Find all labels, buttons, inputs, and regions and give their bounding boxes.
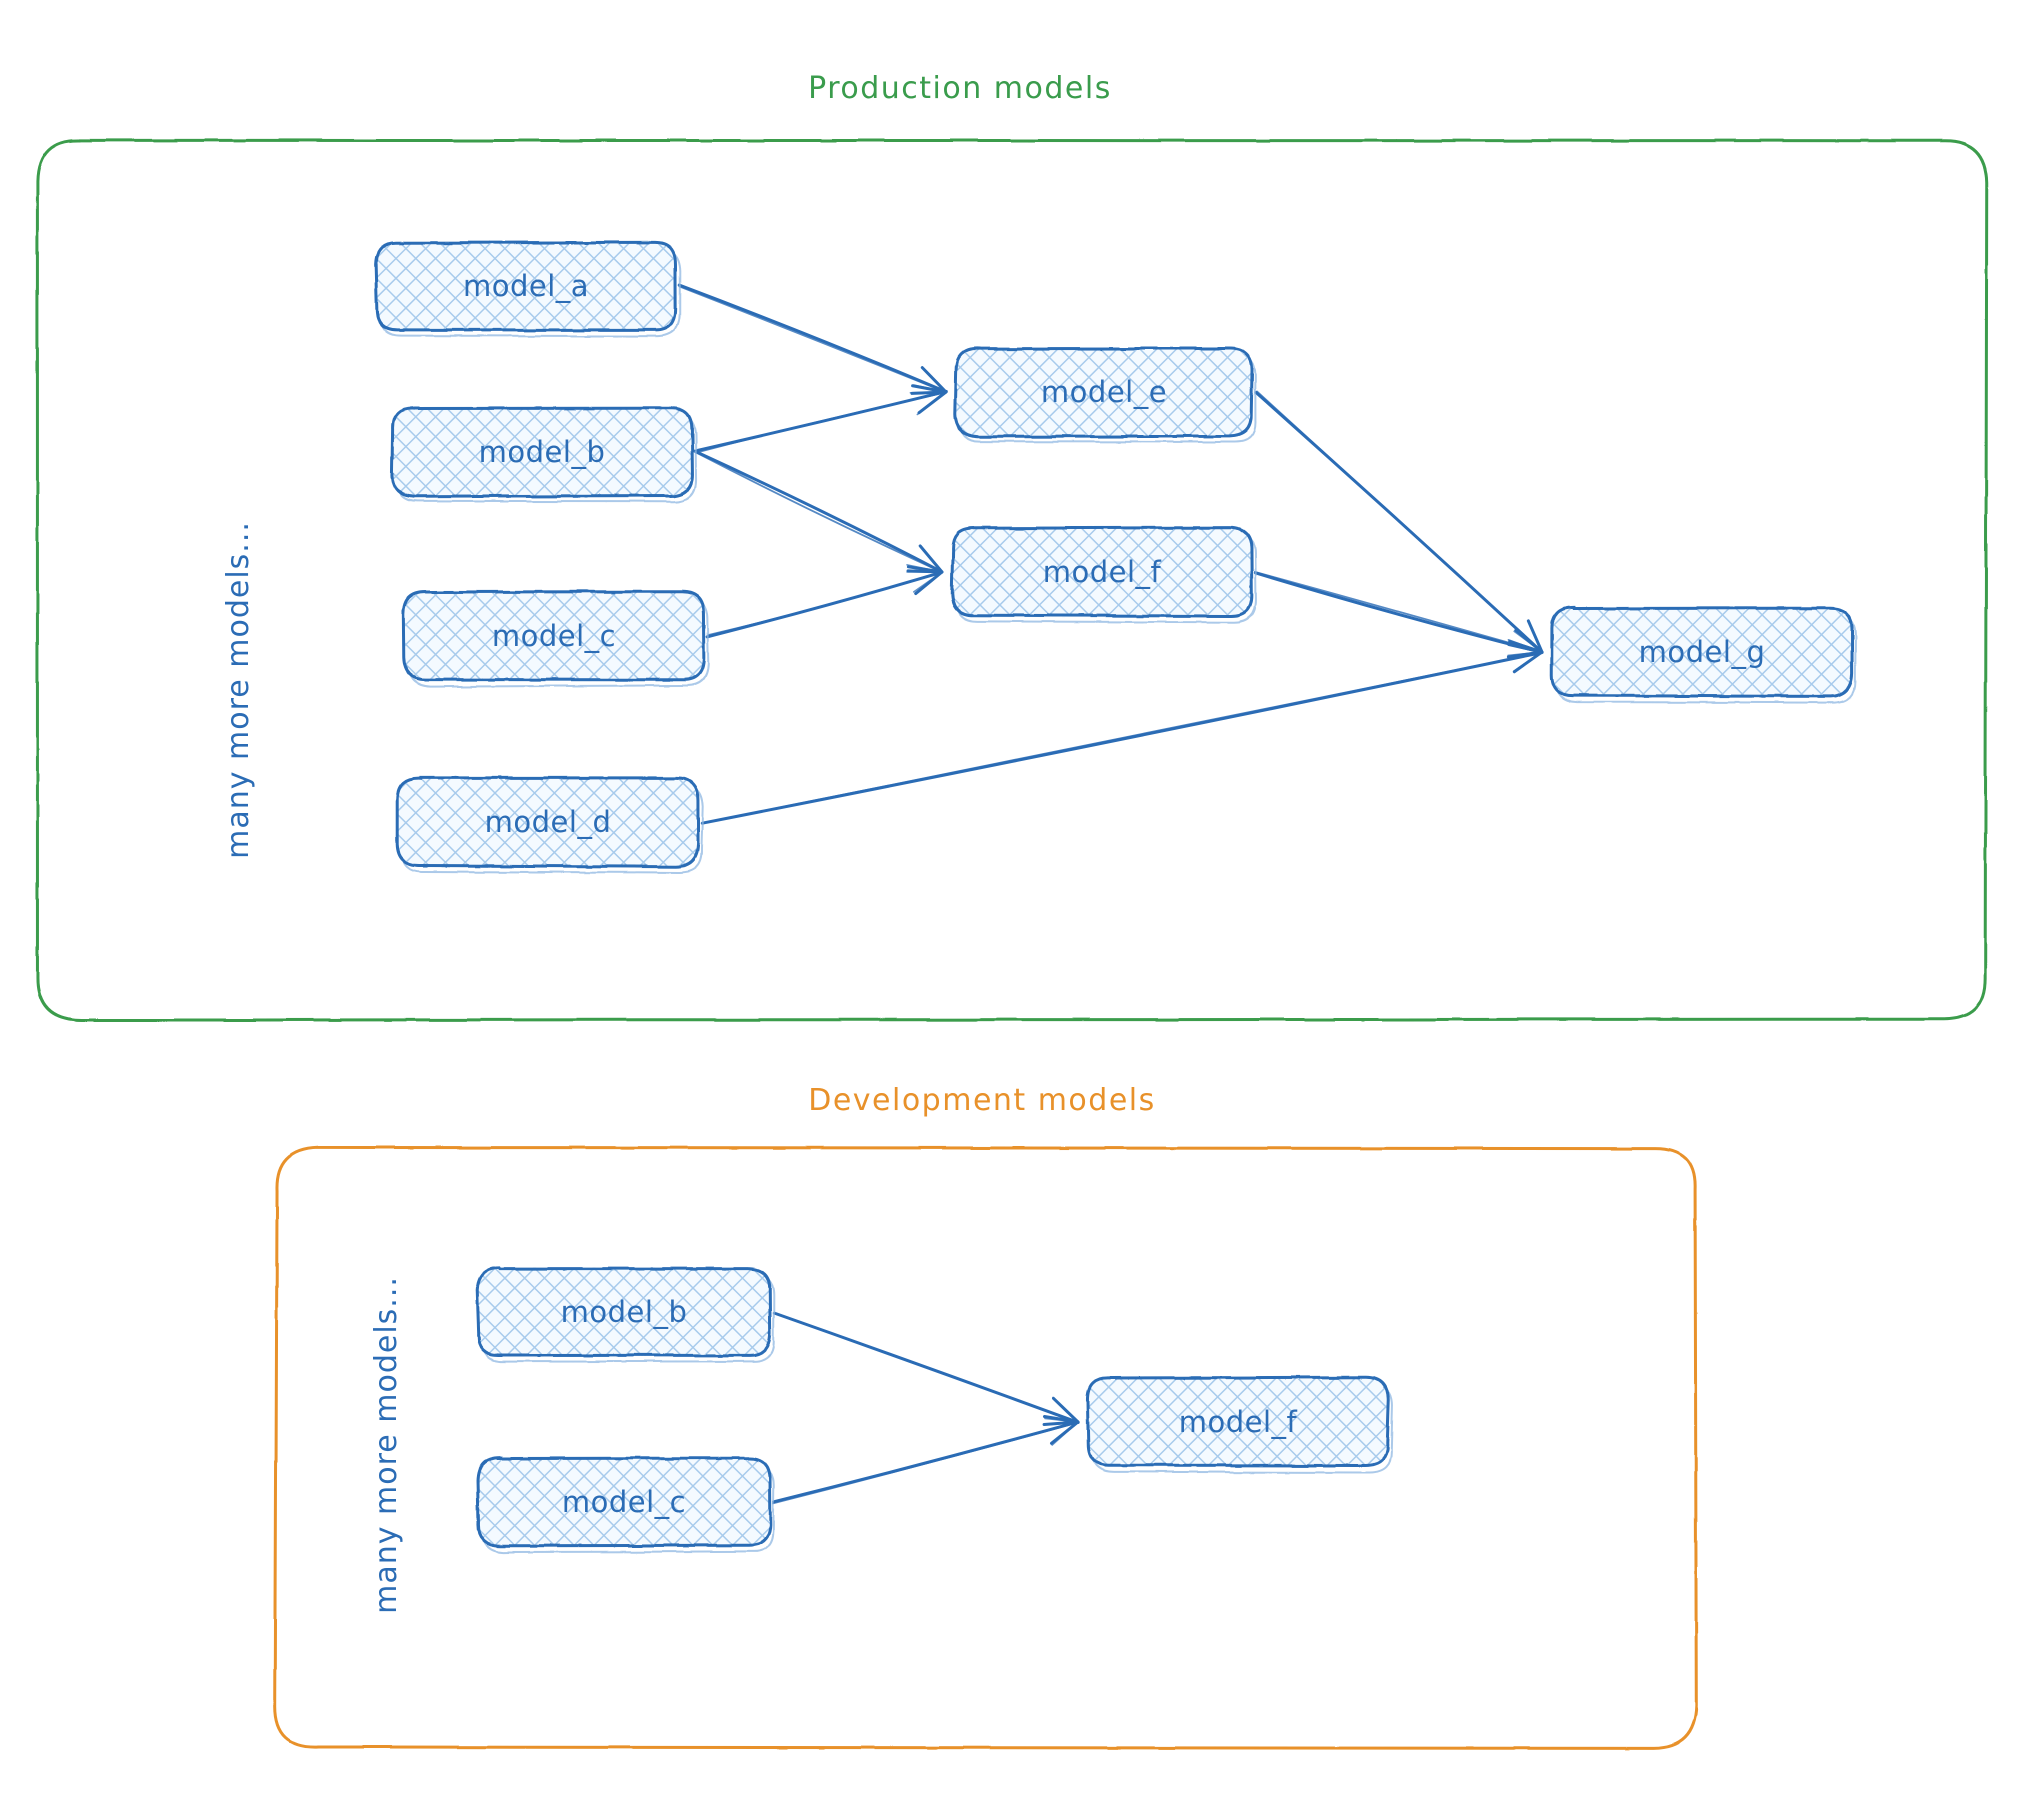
node-label: model_b — [561, 1295, 688, 1329]
edge-p_model_c-to-p_model_f — [705, 564, 944, 639]
node-p_model_f[interactable]: model_f — [950, 526, 1257, 624]
node-label: model_f — [1179, 1405, 1298, 1439]
node-label: model_c — [492, 619, 616, 653]
node-p_model_a[interactable]: model_a — [374, 240, 682, 338]
edge-p_model_b-to-p_model_f — [693, 449, 944, 574]
side-label-development: many more models... — [369, 1276, 404, 1614]
node-label: model_c — [562, 1485, 686, 1519]
edge-d_model_c-to-d_model_f — [771, 1414, 1080, 1505]
edge-p_model_b-to-p_model_e — [695, 384, 948, 454]
edge-p_model_a-to-p_model_e — [677, 283, 948, 395]
node-p_model_d[interactable]: model_d — [395, 776, 704, 874]
group-frame-development — [273, 1145, 1698, 1750]
node-label: model_g — [1639, 635, 1766, 669]
node-label: model_f — [1043, 555, 1162, 589]
node-p_model_e[interactable]: model_e — [953, 346, 1257, 444]
node-p_model_c[interactable]: model_c — [401, 590, 710, 688]
node-d_model_f[interactable]: model_f — [1085, 1375, 1394, 1474]
side-label-production: many more models... — [221, 521, 256, 859]
group-title-production: Production models — [808, 71, 1112, 106]
edge-p_model_f-to-p_model_g — [1253, 571, 1544, 659]
node-d_model_b[interactable]: model_b — [475, 1265, 775, 1363]
group-frame-production — [35, 138, 1989, 1022]
group-title-development: Development models — [808, 1083, 1156, 1118]
node-label: model_e — [1041, 375, 1167, 409]
edge-p_model_d-to-p_model_g — [700, 642, 1544, 825]
node-label: model_d — [485, 805, 612, 839]
edge-d_model_b-to-d_model_f — [772, 1311, 1080, 1426]
node-label: model_b — [479, 435, 606, 469]
node-label: model_a — [463, 269, 589, 303]
node-d_model_c[interactable]: model_c — [476, 1456, 775, 1554]
node-p_model_g[interactable]: model_g — [1550, 605, 1857, 704]
node-p_model_b[interactable]: model_b — [390, 406, 698, 503]
